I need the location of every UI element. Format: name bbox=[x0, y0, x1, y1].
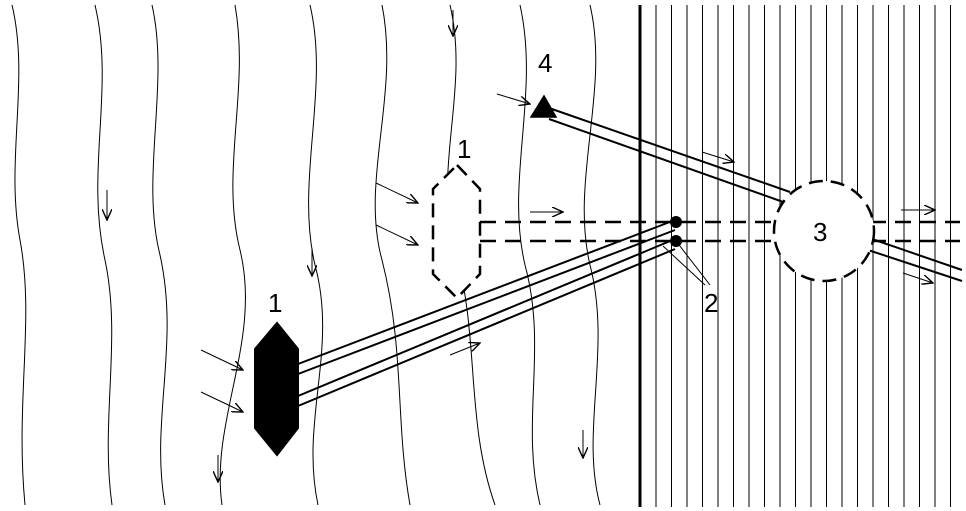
label-chamber: 3 bbox=[813, 217, 827, 247]
stream-flow-arrows bbox=[107, 10, 583, 482]
stream-line bbox=[151, 4, 168, 506]
label-bypass-intake: 4 bbox=[538, 48, 552, 78]
stream-line bbox=[583, 4, 601, 506]
label-junction: 2 bbox=[704, 288, 718, 318]
flow-arrow bbox=[496, 93, 530, 104]
flow-arrow bbox=[375, 182, 418, 203]
flow-arrows bbox=[200, 93, 935, 412]
stream-line bbox=[219, 4, 246, 506]
junction-dot bbox=[670, 216, 682, 228]
intake-inactive-hexagon bbox=[431, 163, 482, 300]
stream-line bbox=[374, 4, 411, 506]
chamber-circle bbox=[772, 179, 876, 283]
active-intake-pipes bbox=[297, 219, 676, 407]
stream-line bbox=[94, 4, 113, 506]
flow-arrow bbox=[375, 224, 418, 245]
stream-line bbox=[518, 4, 541, 506]
flow-arrow bbox=[200, 349, 243, 370]
flow-arrow bbox=[449, 343, 480, 356]
bypass-intake-triangle-icon bbox=[529, 94, 558, 118]
flow-arrow bbox=[200, 391, 243, 412]
outflow-pipe bbox=[867, 238, 963, 282]
flow-arrow bbox=[701, 151, 734, 162]
label-2-leaders bbox=[662, 240, 711, 286]
bypass-pipe bbox=[548, 107, 791, 204]
label-intake-inactive: 1 bbox=[457, 134, 471, 164]
stream-line bbox=[11, 4, 27, 506]
flow-arrow bbox=[902, 272, 933, 283]
dashed-pipes bbox=[480, 220, 960, 243]
label-intake-active: 1 bbox=[268, 288, 282, 318]
stream-lines bbox=[11, 4, 601, 506]
stream-line bbox=[308, 4, 324, 506]
intake-active-hexagon bbox=[254, 321, 299, 457]
